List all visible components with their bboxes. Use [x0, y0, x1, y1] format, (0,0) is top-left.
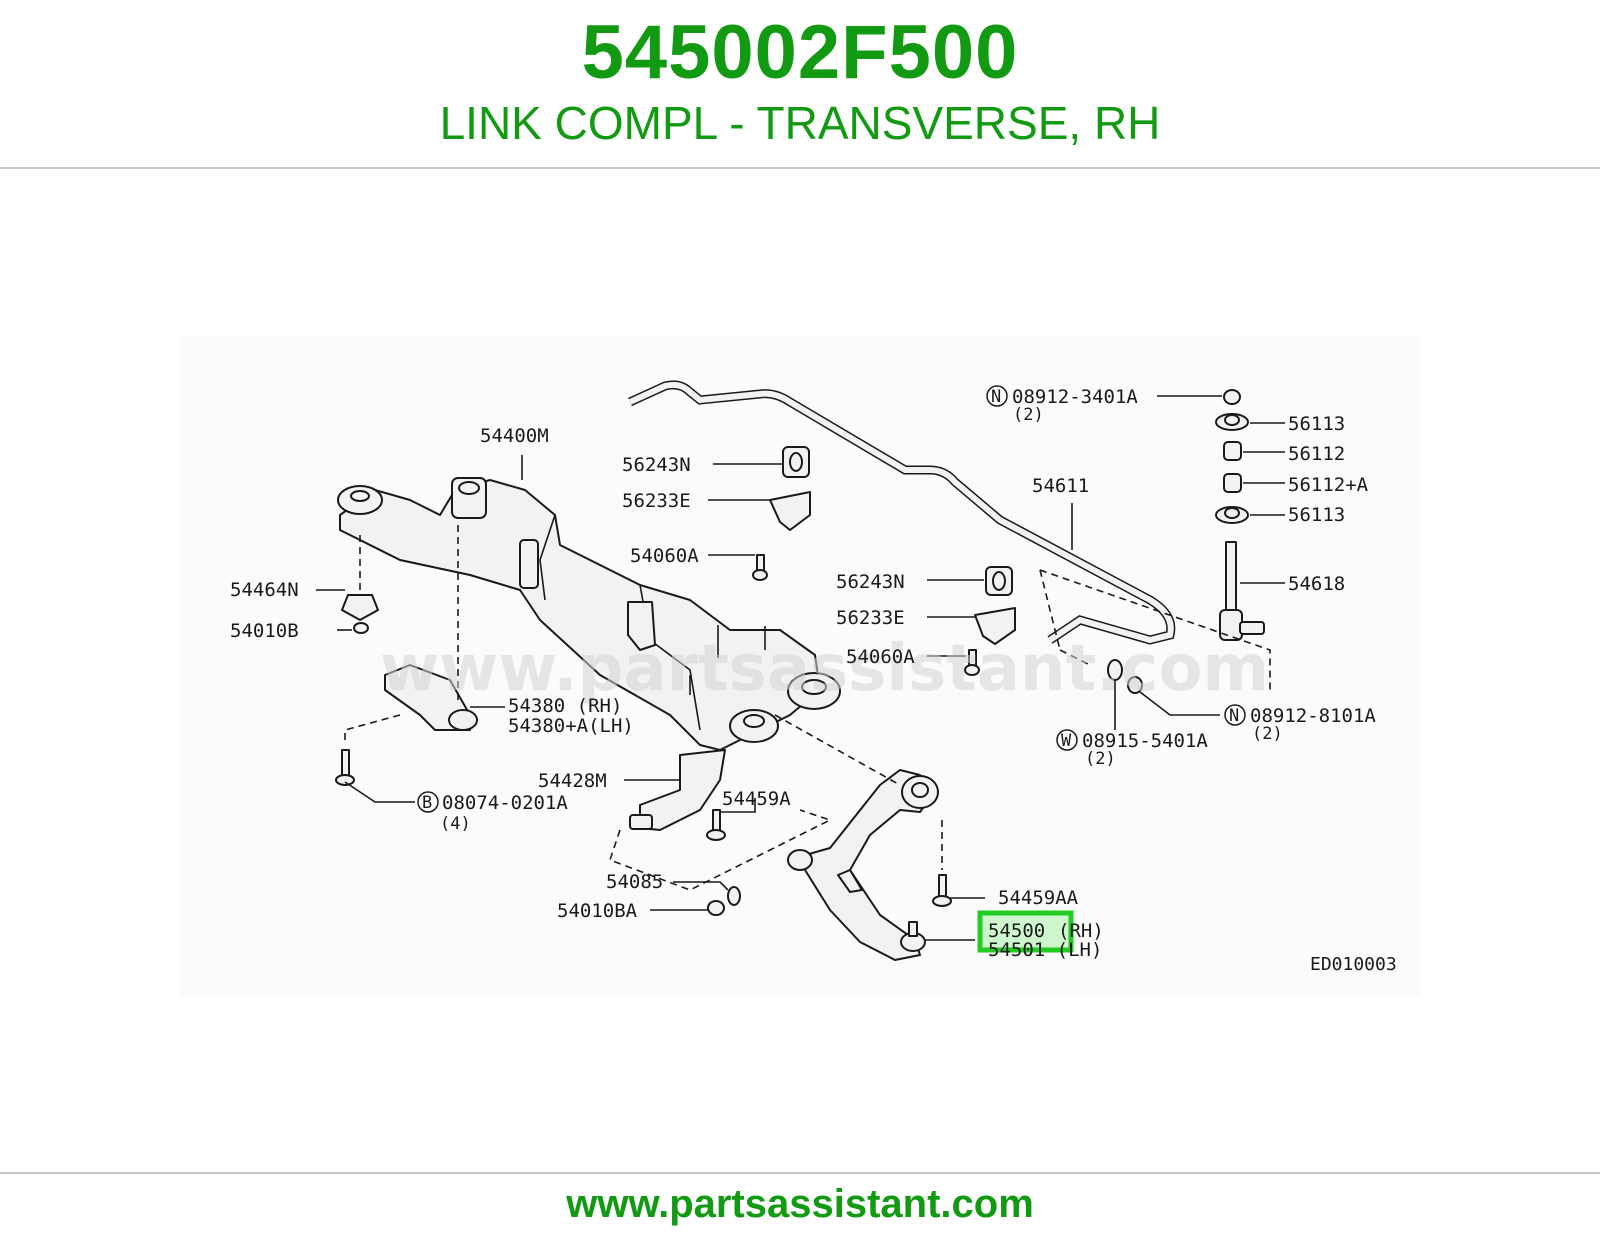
- header: 545002F500 LINK COMPL - TRANSVERSE, RH: [0, 0, 1600, 168]
- label-54400M: 54400M: [480, 425, 549, 447]
- label-54500: 54500: [988, 920, 1045, 942]
- label-08912-8101A: 08912-8101A: [1250, 705, 1376, 727]
- bushing-56243N-right: [985, 566, 1013, 596]
- footer-divider: [0, 1172, 1600, 1174]
- bracket-54428M: [629, 749, 726, 831]
- label-54380A: 54380+A(LH): [508, 715, 634, 737]
- label-08074-0201A: 08074-0201A: [442, 792, 568, 814]
- label-56112A: 56112+A: [1288, 474, 1369, 496]
- bolt-54459AA: [932, 874, 952, 907]
- label-08912-3401A-qty: (2): [1013, 405, 1044, 425]
- nut-54010BA: [707, 900, 725, 916]
- label-08074-qty: (4): [440, 814, 471, 834]
- b-prefix-icon: [417, 791, 439, 813]
- bushing-56112A: [1223, 473, 1242, 493]
- bushing-56243N-left: [782, 446, 810, 478]
- parts-diagram: www.partsassistant.com 54400M 56243N 562…: [0, 170, 1600, 1170]
- label-54010B: 54010B: [230, 620, 299, 642]
- nut-08912-3401A: [1223, 389, 1241, 405]
- label-54085: 54085: [606, 871, 663, 893]
- label-56233E-left: 56233E: [622, 490, 691, 512]
- label-54501: 54501 (LH): [988, 939, 1102, 961]
- prefix-n-1: N: [991, 387, 1001, 407]
- prefix-b: B: [422, 793, 432, 813]
- label-54060A-left: 54060A: [630, 545, 699, 567]
- diagram-code: ED010003: [1310, 954, 1397, 975]
- label-54464N: 54464N: [230, 579, 299, 601]
- prefix-w: W: [1061, 731, 1072, 751]
- label-54459AA: 54459AA: [998, 887, 1079, 909]
- clamp-56233E-right: [974, 607, 1016, 645]
- bolt-54459A: [706, 809, 726, 841]
- watermark: www.partsassistant.com: [380, 632, 1269, 706]
- label-54060A-right: 54060A: [846, 646, 915, 668]
- label-54380: 54380 (RH): [508, 695, 622, 717]
- part-number: 545002F500: [581, 10, 1019, 95]
- highlight-box-54500: [977, 910, 1074, 953]
- label-08912-3401A: 08912-3401A: [1012, 386, 1138, 408]
- label-56233E-right: 56233E: [836, 607, 905, 629]
- label-54500-rh: (RH): [1058, 920, 1104, 942]
- n-prefix-icon: [1224, 704, 1246, 726]
- label-56243N-right: 56243N: [836, 571, 905, 593]
- part-description: LINK COMPL - TRANSVERSE, RH: [439, 97, 1161, 149]
- diagram-svg: www.partsassistant.com 54400M 56243N 562…: [180, 335, 1420, 995]
- label-08912-8101A-qty: (2): [1252, 724, 1283, 744]
- connecting-rod-54618: [1219, 541, 1265, 641]
- label-54428M: 54428M: [538, 770, 607, 792]
- bolt-54060A-left: [752, 554, 768, 581]
- label-08915-5401A-qty: (2): [1085, 749, 1116, 769]
- w-prefix-icon: [1056, 729, 1078, 751]
- label-54010BA: 54010BA: [557, 900, 638, 922]
- label-54459A: 54459A: [722, 788, 791, 810]
- footer-url: www.partsassistant.com: [566, 1182, 1034, 1226]
- n-prefix-icon: [986, 385, 1008, 407]
- washer-56113-lower: [1215, 506, 1249, 524]
- nut-08912-8101A: [1127, 676, 1143, 694]
- label-56113-upper: 56113: [1288, 413, 1345, 435]
- label-54618: 54618: [1288, 573, 1345, 595]
- transverse-link-54500: [787, 769, 939, 961]
- bolt-54060A-right: [964, 649, 980, 676]
- crossmember-54400M: [337, 477, 841, 751]
- washer-54085: [727, 886, 741, 906]
- label-54611: 54611: [1032, 475, 1089, 497]
- washer-56113-upper: [1215, 413, 1249, 431]
- label-08915-5401A: 08915-5401A: [1082, 730, 1208, 752]
- bolt-08074: [335, 749, 355, 786]
- header-divider: [0, 167, 1600, 169]
- label-56112: 56112: [1288, 443, 1345, 465]
- prefix-n-2: N: [1229, 706, 1239, 726]
- label-56113-lower: 56113: [1288, 504, 1345, 526]
- bushing-56112: [1223, 441, 1242, 461]
- mount-bracket-54380: [384, 664, 478, 731]
- clamp-56233E-left: [769, 491, 811, 531]
- label-56243N-left: 56243N: [622, 454, 691, 476]
- insulator-54464N: [341, 594, 379, 634]
